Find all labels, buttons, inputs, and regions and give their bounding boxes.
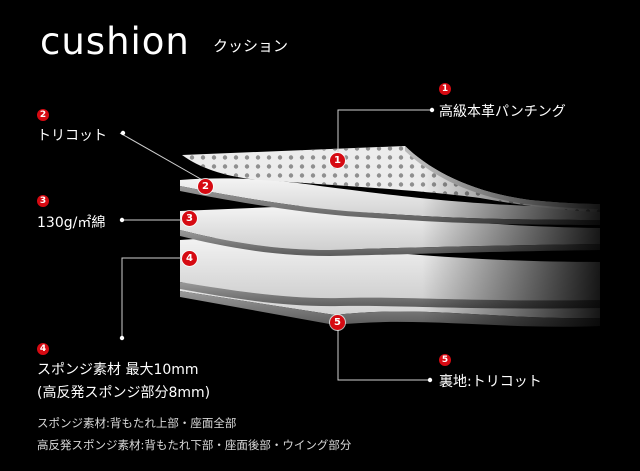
leader-dot-4 [119, 335, 125, 341]
layer-badge-3: 3 [182, 211, 197, 226]
callout-badge-2: 2 [37, 109, 49, 121]
page-title: cushion [40, 20, 190, 63]
callout-label-1: 高級本革パンチング [439, 104, 566, 120]
note-1: スポンジ素材:背もたれ上部・座面全部 [37, 416, 237, 430]
callout-badge-3: 3 [37, 195, 49, 207]
layer-badge-2: 2 [198, 179, 213, 194]
leader-dot-5 [427, 377, 433, 383]
layer-badge-1: 1 [330, 153, 345, 168]
callout-badge-5: 5 [439, 354, 451, 366]
leader-dot-3 [119, 217, 125, 223]
callout-label-3: 130g/㎡綿 [37, 215, 106, 231]
callout-badge-1: 1 [439, 83, 451, 95]
page-subtitle: クッション [213, 37, 289, 55]
callout-label-5: 裏地:トリコット [439, 374, 542, 390]
note-2: 高反発スポンジ素材:背もたれ下部・座面後部・ウイング部分 [37, 438, 352, 452]
leader-dot-2 [120, 130, 126, 136]
callout-label-4-sub: (高反発スポンジ部分8mm) [37, 385, 211, 401]
leader-dot-1 [429, 107, 435, 113]
layer-badge-5: 5 [330, 315, 345, 330]
layer-badge-4: 4 [182, 251, 197, 266]
callout-label-4: スポンジ素材 最大10mm [37, 362, 199, 378]
callout-badge-4: 4 [37, 343, 49, 355]
callout-label-2: トリコット [37, 128, 107, 144]
leader-lines [119, 109, 432, 381]
